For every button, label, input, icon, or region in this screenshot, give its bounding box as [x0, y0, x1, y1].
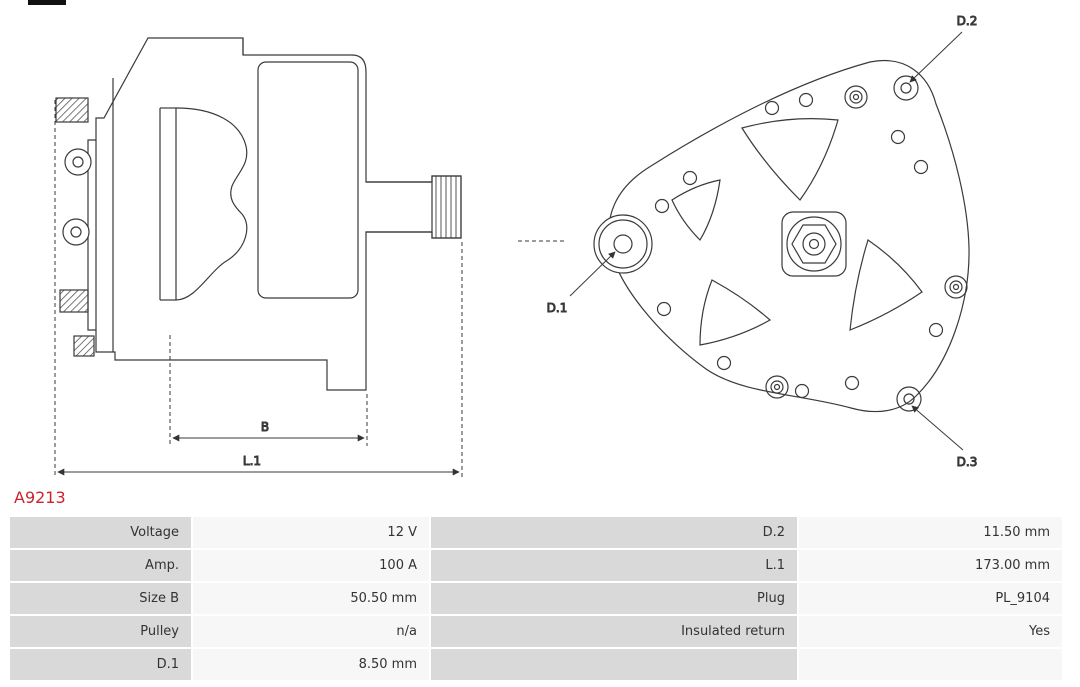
spec-value: 12 V — [193, 517, 429, 548]
spec-value: 50.50 mm — [193, 583, 429, 614]
rear-view-drawing — [593, 60, 970, 413]
spec-label: Amp. — [10, 550, 191, 581]
side-view-drawing — [55, 37, 462, 391]
spec-value: 100 A — [193, 550, 429, 581]
spec-label: L.1 — [431, 550, 797, 581]
spec-value: PL_9104 — [799, 583, 1062, 614]
spec-label: D.1 — [10, 649, 191, 680]
spec-value: 8.50 mm — [193, 649, 429, 680]
spec-table: Voltage 12 V D.2 11.50 mm Amp. 100 A L.1… — [10, 517, 1062, 680]
spec-label: Size B — [10, 583, 191, 614]
spec-label: Voltage — [10, 517, 191, 548]
spec-label: D.2 — [431, 517, 797, 548]
side-view-dimensions: B L.1 — [54, 100, 463, 478]
spec-label — [431, 649, 797, 680]
dim-label-d1: D.1 — [547, 301, 568, 315]
dim-label-b: B — [261, 420, 269, 434]
spec-label: Insulated return — [431, 616, 797, 647]
dim-label-l1: L.1 — [243, 454, 261, 468]
alternator-drawing-svg: B L.1 — [54, 14, 978, 478]
spec-value: n/a — [193, 616, 429, 647]
rear-view-pointers: D.1 D.2 D.3 — [518, 14, 978, 470]
technical-drawing-area: B L.1 — [54, 14, 978, 478]
logo-fragment — [28, 0, 66, 5]
spec-label: Pulley — [10, 616, 191, 647]
dim-label-d3: D.3 — [957, 455, 978, 469]
spec-label: Plug — [431, 583, 797, 614]
spec-value: 11.50 mm — [799, 517, 1062, 548]
part-number: A9213 — [14, 488, 66, 507]
spec-value: 173.00 mm — [799, 550, 1062, 581]
dim-label-d2: D.2 — [957, 14, 978, 28]
spec-value: Yes — [799, 616, 1062, 647]
spec-value — [799, 649, 1062, 680]
